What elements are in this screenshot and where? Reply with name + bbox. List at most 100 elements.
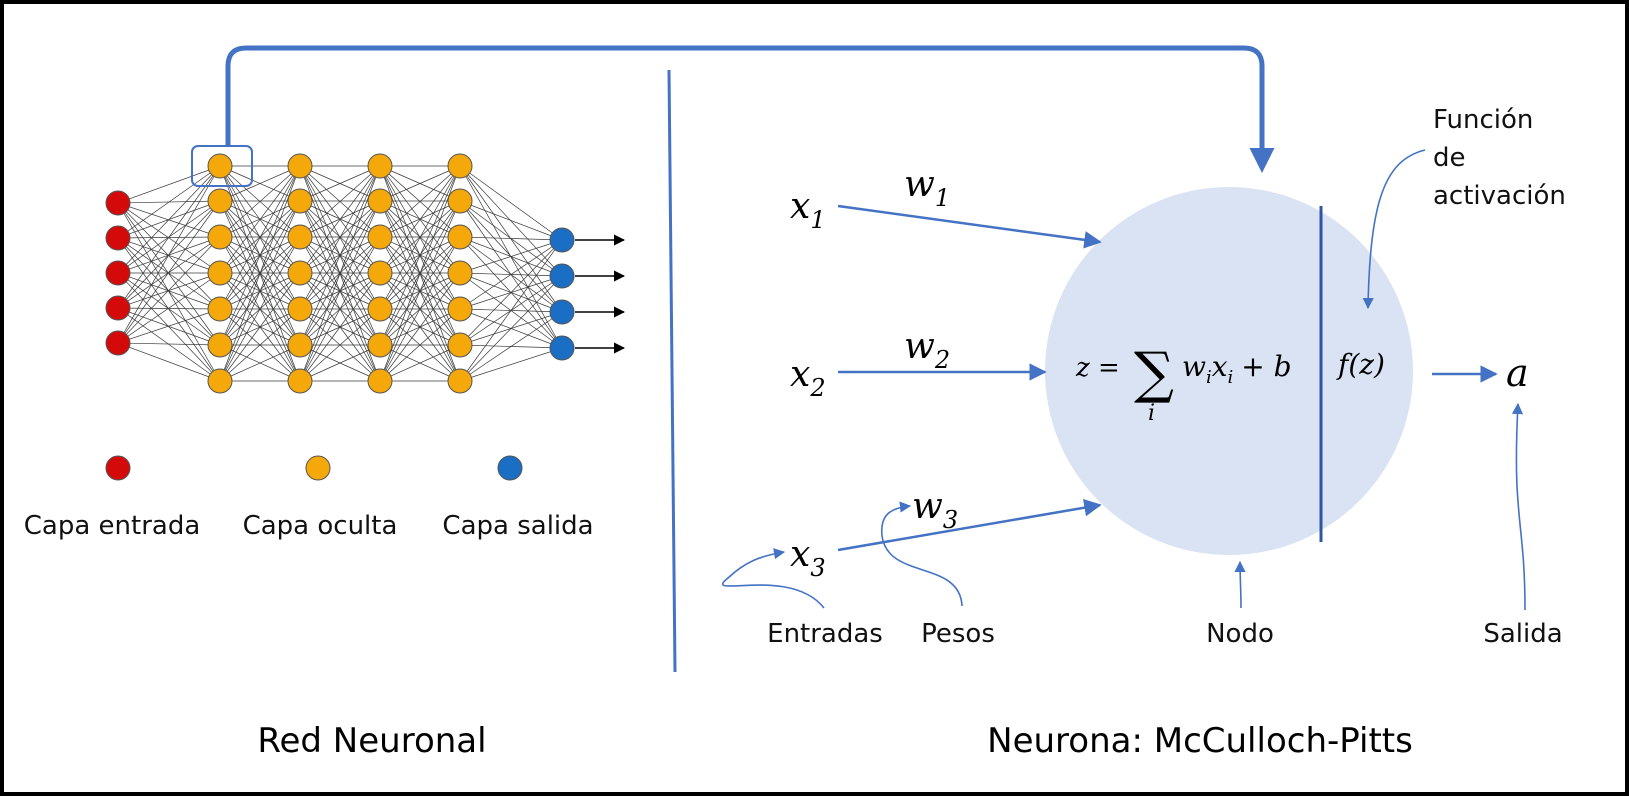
network-edge: [299, 165, 381, 238]
weights-pointer: [881, 501, 963, 607]
legend-input-label: Capa entrada: [24, 511, 201, 541]
network-edge: [299, 165, 381, 382]
network-node-hidden-2-1: [287, 153, 313, 179]
network-edge: [117, 165, 221, 309]
network-edge: [117, 272, 221, 344]
output-label: Salida: [1483, 619, 1562, 649]
network-node-hidden-2-2: [287, 188, 313, 214]
network-edge: [117, 308, 221, 344]
network-node-hidden-4-4: [447, 260, 473, 286]
network-node-hidden-2-3: [287, 224, 313, 250]
input-arrow-3: [837, 499, 1102, 552]
network-node-hidden-4-2: [447, 188, 473, 214]
network-edge: [459, 165, 563, 277]
network-node-hidden-2-4: [287, 260, 313, 286]
network-edge: [117, 342, 221, 382]
network-edge: [117, 202, 221, 310]
network-edges: [117, 165, 563, 382]
network-node-input-1: [105, 190, 131, 216]
formula-sum-index: i: [1148, 401, 1155, 426]
network-edge: [459, 165, 563, 313]
formula-sum-symbol: ∑: [1134, 341, 1174, 406]
neuron-caption: Neurona: McCulloch-Pitts: [987, 721, 1413, 761]
network-edge: [219, 272, 301, 382]
network-edge: [459, 200, 563, 241]
network-node-hidden-1-4: [207, 260, 233, 286]
inputs-pointer: [721, 548, 825, 609]
weights-label: Pesos: [921, 619, 995, 649]
network-edge: [117, 272, 221, 346]
network-edge: [379, 272, 461, 382]
network-edge: [219, 308, 301, 382]
network-edge: [219, 344, 301, 382]
network-node-hidden-3-4: [367, 260, 393, 286]
activation-label-line3: activación: [1433, 181, 1566, 211]
network-node-hidden-1-5: [207, 296, 233, 322]
network-nodes: [105, 153, 575, 394]
network-edge: [219, 165, 301, 274]
network-node-hidden-2-5: [287, 296, 313, 322]
network-edge: [117, 236, 221, 344]
network-edge: [459, 239, 563, 346]
network-edge: [117, 165, 221, 274]
network-node-hidden-1-6: [207, 332, 233, 358]
network-node-hidden-4-5: [447, 296, 473, 322]
input-x2: x2: [790, 354, 826, 402]
network-edge: [379, 165, 461, 274]
network-edge: [459, 275, 563, 382]
legend-hidden-label: Capa oculta: [243, 511, 398, 541]
input-x1: x1: [790, 186, 826, 234]
network-edge: [219, 200, 301, 382]
output-arrows: [575, 234, 626, 354]
network-edge: [379, 344, 461, 382]
network-node-hidden-4-1: [447, 153, 473, 179]
network-node-hidden-2-6: [287, 332, 313, 358]
output-symbol: a: [1506, 351, 1529, 395]
network-edge: [299, 165, 381, 346]
network-edge: [117, 342, 221, 346]
network-node-hidden-2-7: [287, 368, 313, 394]
network-node-hidden-3-6: [367, 332, 393, 358]
network-edge: [117, 272, 221, 382]
network-node-hidden-3-1: [367, 153, 393, 179]
network-node-hidden-3-5: [367, 296, 393, 322]
network-edge: [117, 307, 221, 382]
network-edge: [379, 165, 461, 382]
network-edge: [117, 200, 221, 344]
network-edge: [299, 344, 381, 382]
network-edge: [219, 165, 301, 382]
network-edge: [379, 200, 461, 382]
network-edge: [459, 239, 563, 310]
legend-hidden-dot: [305, 455, 331, 481]
network-node-output-3: [549, 299, 575, 325]
network-node-output-2: [549, 263, 575, 289]
network-edge: [117, 307, 221, 310]
panel-divider: [667, 69, 677, 673]
network-node-hidden-1-2: [207, 188, 233, 214]
network-edge: [117, 165, 221, 344]
weight-w1: w1: [904, 164, 950, 212]
activation-function: f(z): [1336, 348, 1385, 381]
network-node-hidden-1-7: [207, 368, 233, 394]
network-edge: [219, 236, 301, 382]
network-edge: [219, 165, 301, 202]
network-edge: [379, 165, 461, 238]
node-pointer: [1234, 560, 1246, 609]
network-edge: [459, 311, 563, 382]
formula-terms: wixi+ b: [1182, 350, 1292, 388]
network-node-hidden-4-6: [447, 332, 473, 358]
network-edge: [219, 165, 301, 238]
network-node-output-1: [549, 227, 575, 253]
legend-output-label: Capa salida: [442, 511, 593, 541]
network-caption: Red Neuronal: [257, 721, 486, 761]
input-arrow-1: [837, 204, 1102, 249]
network-node-hidden-1-3: [207, 224, 233, 250]
network-node-hidden-4-7: [447, 368, 473, 394]
network-edge: [379, 165, 461, 310]
network-edge: [117, 202, 221, 346]
output-pointer: [1511, 402, 1526, 611]
network-edge: [299, 165, 381, 274]
network-edge: [299, 165, 381, 310]
formula-lhs: z =: [1075, 353, 1120, 383]
network-edge: [299, 272, 381, 382]
